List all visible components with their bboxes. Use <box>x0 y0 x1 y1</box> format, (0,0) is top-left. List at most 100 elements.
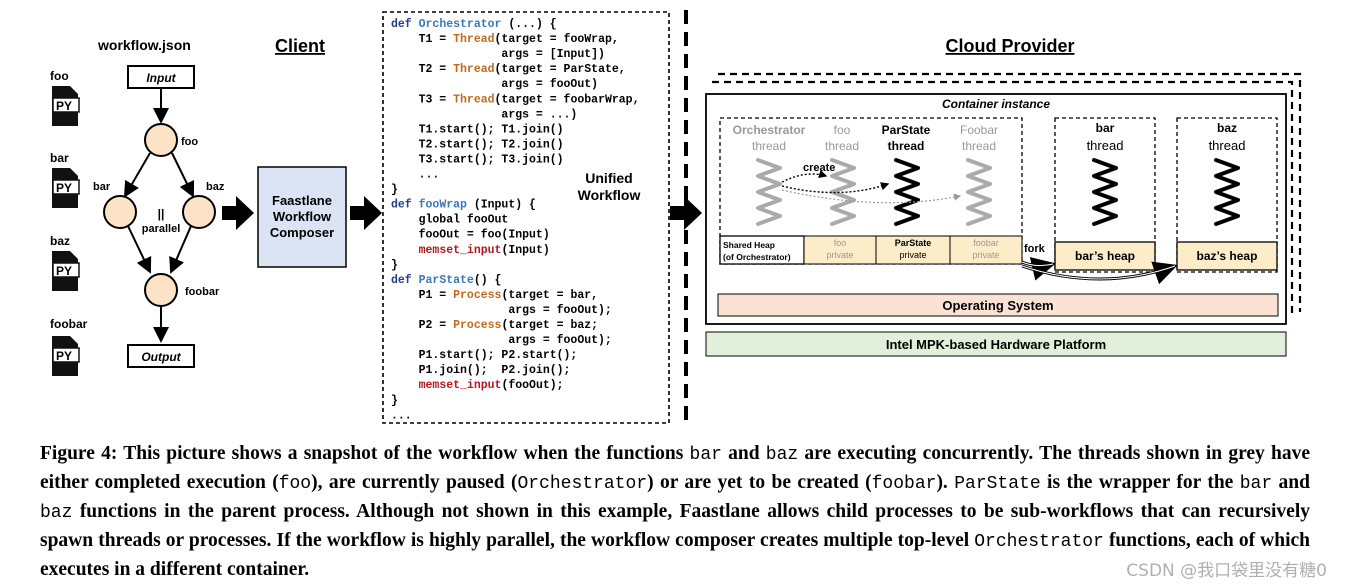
code-token: fooOut = foo(Input) <box>391 229 550 242</box>
caption-code: baz <box>40 503 73 523</box>
code-token: Thread <box>453 93 495 106</box>
code-line: T3 = Thread(target = foobarWrap, <box>391 93 639 106</box>
code-token: global fooOut <box>391 214 508 227</box>
workflow-diagram: workflow.json Client foo PY bar PY baz P… <box>50 10 1302 425</box>
code-token: (target = foobarWrap, <box>495 93 640 106</box>
code-line: T3.start(); T3.join() <box>391 154 564 167</box>
container-stack-back <box>718 72 1302 312</box>
create-label: create <box>803 162 835 174</box>
code-token: T3 = <box>391 93 453 106</box>
code-token: memset_input <box>419 379 502 392</box>
figure-caption: Figure 4: This picture shows a snapshot … <box>40 440 1310 583</box>
unified-label-line2: Workflow <box>578 187 641 203</box>
code-token: ... <box>391 409 412 422</box>
code-listing: def Orchestrator (...) { T1 = Thread(tar… <box>391 18 639 422</box>
file-baz: baz PY <box>50 234 80 291</box>
code-line: } <box>391 259 398 272</box>
caption-text: functions in the parent process. Althoug… <box>40 501 1310 551</box>
output-box <box>127 344 195 368</box>
workflow-json-title: workflow.json <box>97 37 191 53</box>
private-heap-parstate-name: ParState <box>895 238 932 248</box>
caption-text: and <box>1272 472 1310 493</box>
block-arrow-1 <box>222 196 254 230</box>
private-heap-parstate <box>875 235 951 265</box>
file-foo-badge: PY <box>56 99 72 113</box>
code-token: (...) { <box>501 18 556 31</box>
private-heap-foo-sub: private <box>826 250 853 260</box>
caption-code: bar <box>1239 474 1273 494</box>
code-box <box>382 11 670 424</box>
code-line: args = ...) <box>391 108 577 121</box>
caption-code: foobar <box>871 474 937 494</box>
private-heap-foo <box>803 235 877 265</box>
os-bar <box>717 293 1279 317</box>
cloud-title: Cloud Provider <box>945 36 1074 56</box>
thread-parstate-sub: thread <box>888 139 925 153</box>
watermark: CSDN @我口袋里没有糖0 <box>1122 556 1331 581</box>
file-foo: foo PY <box>50 69 80 126</box>
code-token: (target = ParState, <box>495 63 626 76</box>
code-line: memset_input(Input) <box>391 244 550 257</box>
node-baz-label: baz <box>206 181 225 193</box>
caption-text: is the wrapper for the <box>1040 472 1240 493</box>
bar-heap <box>1054 241 1156 271</box>
code-line: ... <box>391 169 439 182</box>
code-token: args = fooOut); <box>391 334 612 347</box>
code-line: P2 = Process(target = baz; <box>391 319 598 332</box>
code-line: args = [Input]) <box>391 48 605 61</box>
code-token: P1 = <box>391 289 453 302</box>
code-token: } <box>391 184 398 197</box>
thread-orchestrator-name: Orchestrator <box>733 123 806 137</box>
code-line: } <box>391 394 398 407</box>
caption-code: ParState <box>954 474 1041 494</box>
code-line: P1.join(); P2.join(); <box>391 364 570 377</box>
caption-text: Figure 4: This picture shows a snapshot … <box>40 443 690 464</box>
caption-code: bar <box>689 445 722 465</box>
code-token: Process <box>453 289 501 302</box>
node-foo <box>144 123 178 157</box>
code-line: def fooWrap (Input) { <box>391 199 536 212</box>
input-label: Input <box>146 71 176 85</box>
code-token <box>391 379 419 392</box>
bar-thread-name: bar <box>1096 121 1115 135</box>
container-stack-mid <box>712 80 1294 318</box>
private-heap-parstate-sub: private <box>899 250 926 260</box>
thread-foobar-sub: thread <box>962 139 996 153</box>
code-token: (Input) <box>501 244 549 257</box>
code-line: T2.start(); T2.join() <box>391 138 564 151</box>
file-baz-badge: PY <box>56 264 72 278</box>
code-token: Process <box>453 319 501 332</box>
code-token: } <box>391 259 398 272</box>
code-token: T2 = <box>391 63 453 76</box>
code-line: memset_input(fooOut); <box>391 379 564 392</box>
code-token <box>391 244 419 257</box>
code-token: (Input) { <box>467 199 536 212</box>
create-arrow-parstate <box>781 182 890 194</box>
caption-code: Orchestrator <box>517 474 648 494</box>
create-arrow-foo <box>781 169 828 183</box>
code-token: T3.start(); T3.join() <box>391 154 564 167</box>
code-token: T2.start(); T2.join() <box>391 138 564 151</box>
code-line: args = fooOut); <box>391 304 612 317</box>
code-token: P1.join(); P2.join(); <box>391 364 570 377</box>
code-token: T1 = <box>391 33 453 46</box>
code-token: def <box>391 18 419 31</box>
shared-heap-line1: Shared Heap <box>723 240 775 250</box>
file-bar: bar PY <box>50 151 80 208</box>
workflow-graph: Input foo bar baz || parallel foobar Out… <box>93 65 225 368</box>
baz-heap <box>1176 241 1278 271</box>
code-token: P1.start(); P2.start(); <box>391 349 577 362</box>
private-heap-foobar-name: foobar <box>973 238 999 248</box>
code-line: P1.start(); P2.start(); <box>391 349 577 362</box>
code-token: ... <box>391 169 439 182</box>
code-line: T2 = Thread(target = ParState, <box>391 63 626 76</box>
node-baz <box>182 195 216 229</box>
caption-code: foo <box>278 474 312 494</box>
caption-code: baz <box>765 445 799 465</box>
code-token: (target = baz; <box>501 319 598 332</box>
caption-text: ) or are yet to be created ( <box>647 472 872 493</box>
baz-heap-label: baz’s heap <box>1197 249 1258 263</box>
node-bar <box>103 195 137 229</box>
fork-label: fork <box>1024 243 1046 255</box>
file-baz-label: baz <box>50 234 70 248</box>
